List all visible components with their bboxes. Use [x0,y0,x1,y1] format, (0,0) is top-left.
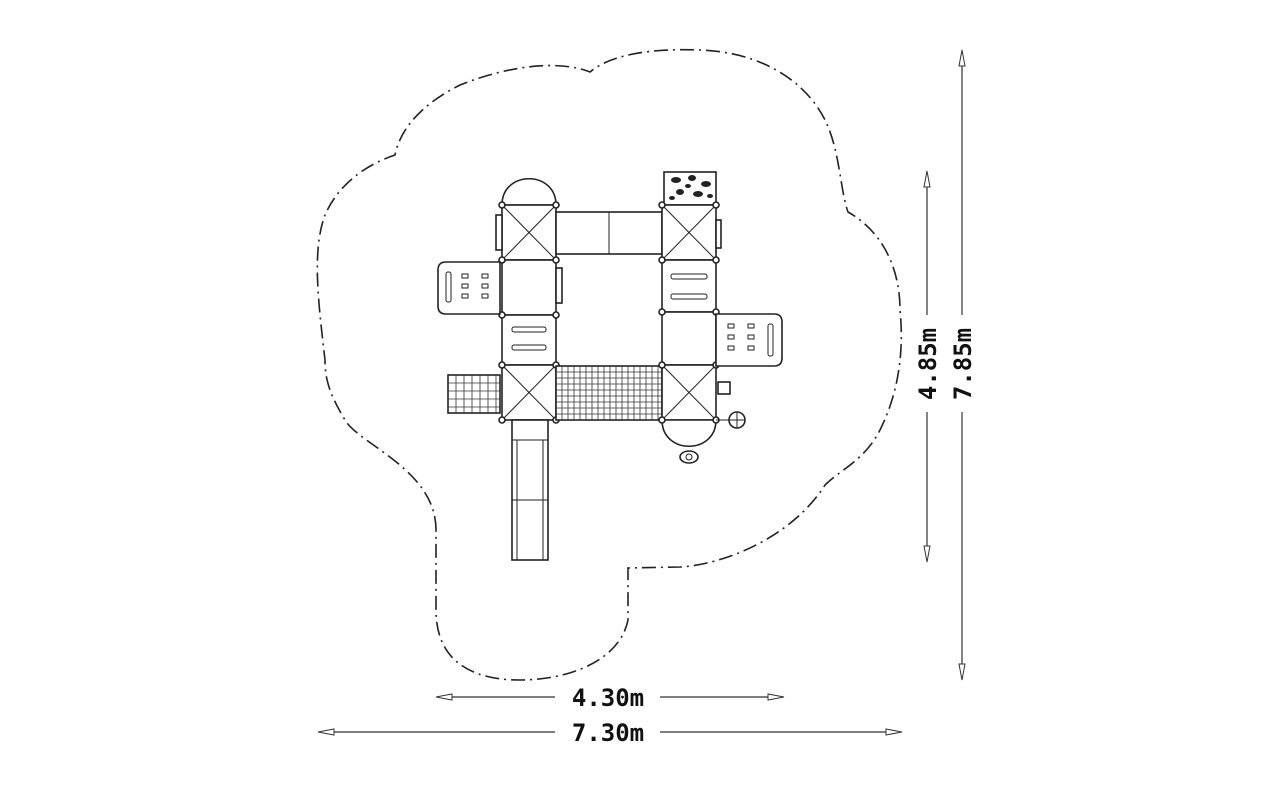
left-tower [495,177,563,424]
overall-width-label: 7.30m [572,719,644,747]
left-mid-lower [501,314,557,366]
dimension-overall-depth: 7.85m [949,49,977,681]
top-bridge [555,211,663,255]
left-inner-panel [555,267,563,304]
left-roof-dome [501,177,557,206]
dimension-overall-width: 7.30m [317,719,903,747]
right-climber-panel [715,313,783,367]
dimension-equipment-width: 4.30m [435,684,785,712]
right-bottom-dome [661,419,717,448]
right-mid-lower [661,311,717,366]
left-climbing-net [447,374,501,414]
left-climber-panel [437,261,501,315]
right-small-panel [717,381,731,395]
safety-zone-outline [316,48,903,681]
net-bridge [555,365,663,421]
left-mid-upper [501,259,557,316]
periscope-icon [679,450,699,464]
slide [511,419,549,561]
overall-depth-label: 7.85m [949,328,977,400]
equipment-width-label: 4.30m [572,684,644,712]
right-mid-upper [661,259,717,313]
dimension-equipment-depth: 4.85m [914,170,942,563]
left-side-panel [495,214,503,251]
equipment-depth-label: 4.85m [914,328,942,400]
right-tower [658,171,746,464]
